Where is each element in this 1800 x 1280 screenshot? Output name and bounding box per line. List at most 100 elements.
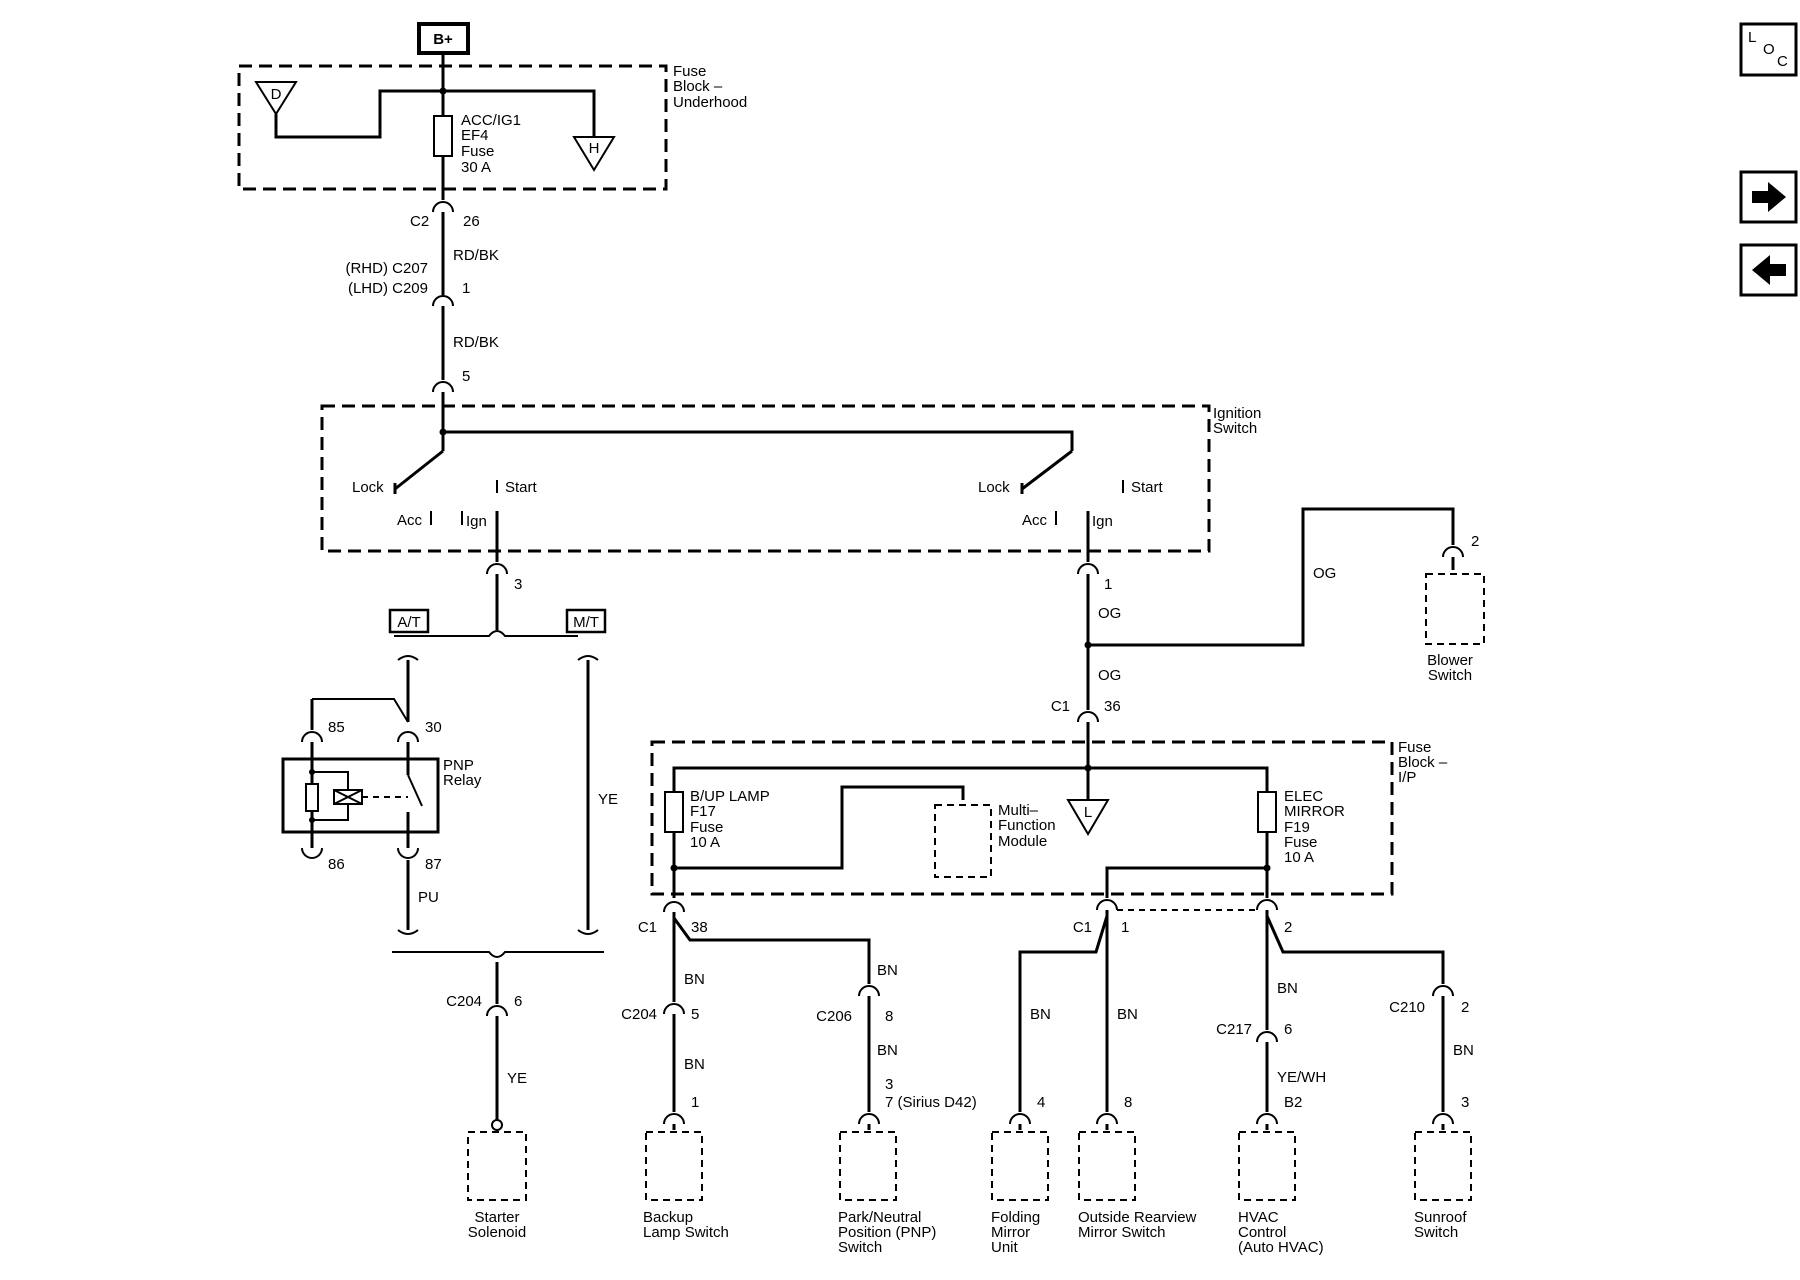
svg-text:1: 1 — [462, 280, 470, 297]
svg-text:Mirror Switch: Mirror Switch — [1078, 1224, 1166, 1241]
svg-text:B2: B2 — [1284, 1094, 1302, 1111]
svg-text:C: C — [1777, 53, 1788, 70]
svg-text:38: 38 — [691, 919, 708, 936]
svg-text:OG: OG — [1313, 565, 1336, 582]
svg-text:YE: YE — [598, 791, 618, 808]
svg-text:EF4: EF4 — [461, 127, 489, 144]
svg-text:Lock: Lock — [352, 479, 384, 496]
svg-text:(LHD) C209: (LHD) C209 — [348, 280, 428, 297]
svg-text:Underhood: Underhood — [673, 94, 747, 111]
fuse-f17-symbol — [664, 791, 684, 833]
svg-text:BN: BN — [1117, 1006, 1138, 1023]
arrow-left-icon — [1752, 255, 1786, 285]
svg-text:C217: C217 — [1216, 1021, 1252, 1038]
svg-text:36: 36 — [1104, 698, 1121, 715]
svg-text:Start: Start — [505, 479, 538, 496]
svg-text:Position (PNP): Position (PNP) — [838, 1224, 936, 1241]
svg-text:YE: YE — [507, 1070, 527, 1087]
start-circuit: 3 A/T M/T YE — [388, 563, 618, 935]
svg-text:MIRROR: MIRROR — [1284, 803, 1345, 820]
svg-text:BN: BN — [1453, 1042, 1474, 1059]
svg-text:A/T: A/T — [397, 614, 420, 631]
svg-text:C1: C1 — [1051, 698, 1070, 715]
ground-l-symbol — [1066, 799, 1110, 836]
svg-text:C204: C204 — [446, 993, 482, 1010]
svg-text:YE/WH: YE/WH — [1277, 1069, 1326, 1086]
svg-text:RD/BK: RD/BK — [453, 247, 499, 264]
svg-text:8: 8 — [1124, 1094, 1132, 1111]
rd-bk-feed-circuit: C2 26 RD/BK (RHD) C207 (LHD) C209 1 RD/B… — [345, 201, 499, 432]
svg-text:Control: Control — [1238, 1224, 1286, 1241]
svg-text:C210: C210 — [1389, 999, 1425, 1016]
svg-text:I/P: I/P — [1398, 769, 1416, 786]
svg-text:Ignition: Ignition — [1213, 405, 1261, 422]
next-button[interactable] — [1739, 170, 1798, 224]
svg-text:(Auto HVAC): (Auto HVAC) — [1238, 1239, 1324, 1256]
svg-text:Fuse: Fuse — [1284, 834, 1317, 851]
svg-text:Function: Function — [998, 817, 1056, 834]
svg-text:(RHD) C207: (RHD) C207 — [345, 260, 428, 277]
svg-text:B/UP LAMP: B/UP LAMP — [690, 788, 770, 805]
svg-text:2: 2 — [1471, 533, 1479, 550]
fuse-ef4-symbol — [433, 115, 453, 157]
svg-text:Module: Module — [998, 833, 1047, 850]
svg-text:1: 1 — [1104, 576, 1112, 593]
svg-text:Lock: Lock — [978, 479, 1010, 496]
multi-function-module — [934, 804, 992, 878]
svg-text:2: 2 — [1284, 919, 1292, 936]
svg-text:26: 26 — [463, 213, 480, 230]
svg-text:30 A: 30 A — [461, 159, 491, 176]
ground-h-symbol — [572, 136, 616, 172]
svg-text:Block –: Block – — [1398, 754, 1448, 771]
svg-text:L: L — [1084, 804, 1092, 821]
svg-text:Acc: Acc — [397, 512, 423, 529]
svg-text:OG: OG — [1098, 605, 1121, 622]
svg-text:PNP: PNP — [443, 757, 474, 774]
svg-text:Multi–: Multi– — [998, 802, 1039, 819]
svg-text:Starter: Starter — [474, 1209, 519, 1226]
svg-text:OG: OG — [1098, 667, 1121, 684]
pnp-relay: PNP Relay 85 30 86 87 PU — [281, 698, 482, 935]
back-button[interactable] — [1739, 243, 1798, 297]
svg-text:F19: F19 — [1284, 819, 1310, 836]
svg-text:BN: BN — [877, 962, 898, 979]
svg-text:BN: BN — [877, 1042, 898, 1059]
svg-text:3: 3 — [1461, 1094, 1469, 1111]
svg-text:7 (Sirius D42): 7 (Sirius D42) — [885, 1094, 977, 1111]
svg-text:C1: C1 — [638, 919, 657, 936]
ignition-switch: Ignition Switch Lock Start Acc Ign Lock … — [320, 404, 1261, 562]
svg-text:5: 5 — [462, 368, 470, 385]
svg-text:Ign: Ign — [466, 513, 487, 530]
svg-text:Solenoid: Solenoid — [468, 1224, 526, 1241]
svg-text:5: 5 — [691, 1006, 699, 1023]
svg-text:Switch: Switch — [1428, 667, 1472, 684]
svg-text:BN: BN — [1030, 1006, 1051, 1023]
svg-text:1: 1 — [1121, 919, 1129, 936]
og-circuit: 1 OG OG OG C1 36 2 Blower Switch — [1051, 507, 1485, 768]
svg-text:D: D — [271, 86, 282, 103]
svg-text:Backup: Backup — [643, 1209, 693, 1226]
arrow-right-icon — [1752, 182, 1786, 212]
svg-text:C204: C204 — [621, 1006, 657, 1023]
svg-text:HVAC: HVAC — [1238, 1209, 1279, 1226]
svg-text:Fuse: Fuse — [461, 143, 494, 160]
svg-text:8: 8 — [885, 1008, 893, 1025]
mt-box — [565, 608, 607, 634]
svg-text:10 A: 10 A — [1284, 849, 1314, 866]
svg-text:3: 3 — [514, 576, 522, 593]
svg-text:ELEC: ELEC — [1284, 788, 1323, 805]
svg-text:Switch: Switch — [838, 1239, 882, 1256]
mirror-circuits: C1 1 2 BN 4 Folding Mirror Unit BN 8 Out… — [991, 899, 1474, 1256]
loc-button[interactable]: L O C — [1739, 22, 1798, 77]
svg-text:6: 6 — [1284, 1021, 1292, 1038]
b-plus-label: B+ — [433, 31, 453, 48]
svg-text:Unit: Unit — [991, 1239, 1019, 1256]
svg-text:C1: C1 — [1073, 919, 1092, 936]
svg-text:86: 86 — [328, 856, 345, 873]
svg-text:Start: Start — [1131, 479, 1164, 496]
svg-text:O: O — [1763, 41, 1775, 58]
svg-text:Fuse: Fuse — [673, 63, 706, 80]
svg-text:M/T: M/T — [573, 614, 599, 631]
svg-text:Ign: Ign — [1092, 513, 1113, 530]
